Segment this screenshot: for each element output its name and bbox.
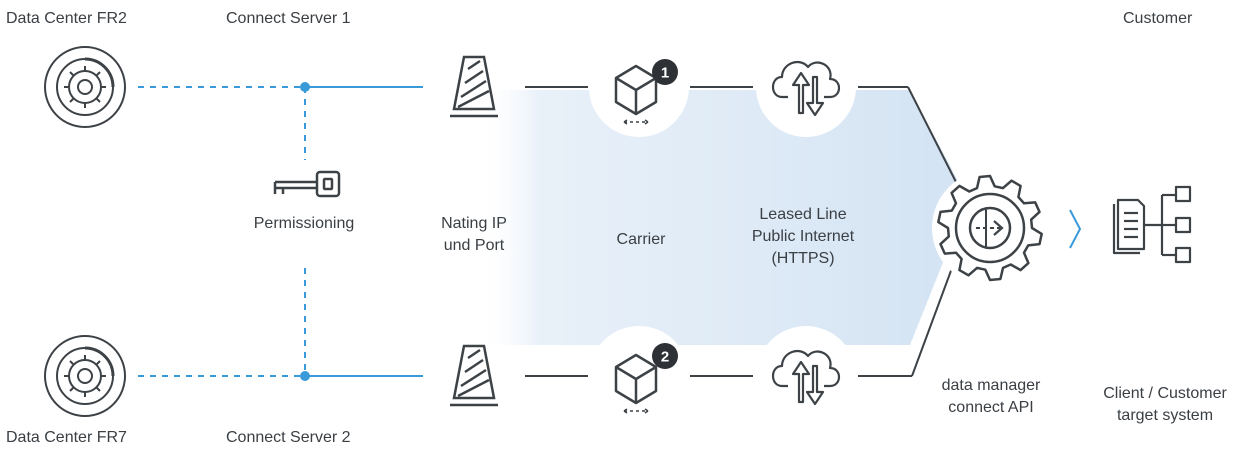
badge-number-top: 1 <box>661 65 669 82</box>
api-label-line1: data manager <box>941 377 1041 394</box>
key-icon <box>273 170 341 198</box>
chevron-right-icon <box>1069 209 1082 249</box>
api-label-line2: connect API <box>948 399 1034 416</box>
leased-line-label-line3: (HTTPS) <box>771 250 835 267</box>
client-label-line2: target system <box>1116 407 1214 424</box>
connection-lines-bottom <box>138 267 953 377</box>
network-document-icon <box>1112 185 1192 264</box>
permissioning-label: Permissioning <box>253 215 355 232</box>
traffic-cone-icon <box>450 55 498 118</box>
nating-label-line2: und Port <box>443 237 505 254</box>
nating-label-line1: Nating IP <box>441 215 507 232</box>
junction-dot-bottom <box>300 371 310 381</box>
datacenter-icon <box>44 46 126 128</box>
traffic-cone-icon <box>450 344 498 407</box>
api-label: data manager connect API <box>942 375 1041 419</box>
connection-lines-top <box>138 86 959 187</box>
badge-top: 1 <box>652 59 678 85</box>
badge-number-bottom: 2 <box>661 349 669 366</box>
cloud-transfer-icon <box>771 60 841 117</box>
connect-server-bottom-label: Connect Server 2 <box>226 429 351 446</box>
cloud-bubble-bottom <box>756 326 856 426</box>
client-label-line1: Client / Customer <box>1103 385 1227 402</box>
gear-api-icon <box>932 170 1048 286</box>
carrier-label: Carrier <box>616 231 666 248</box>
leased-line-label-line2: Public Internet <box>751 228 855 245</box>
client-label: Client / Customer target system <box>1103 383 1227 427</box>
junction-dot-top <box>300 82 310 92</box>
leased-line-label: Leased Line Public Internet (HTTPS) <box>752 204 854 270</box>
carrier-band <box>480 90 968 345</box>
leased-line-label-line1: Leased Line <box>759 206 847 223</box>
cube-icon <box>614 64 658 125</box>
cloud-transfer-icon <box>771 349 841 406</box>
badge-bottom: 2 <box>652 343 678 369</box>
gear-outline <box>937 174 1043 282</box>
customer-label: Customer <box>1123 10 1193 27</box>
datacenter-icon <box>44 335 126 417</box>
datacenter-top-label: Data Center FR2 <box>6 10 127 27</box>
connect-server-top-label: Connect Server 1 <box>226 10 351 27</box>
datacenter-bottom-label: Data Center FR7 <box>6 429 127 446</box>
nating-label: Nating IP und Port <box>441 213 507 257</box>
cube-icon <box>614 353 658 414</box>
cloud-bubble-top <box>756 37 856 137</box>
